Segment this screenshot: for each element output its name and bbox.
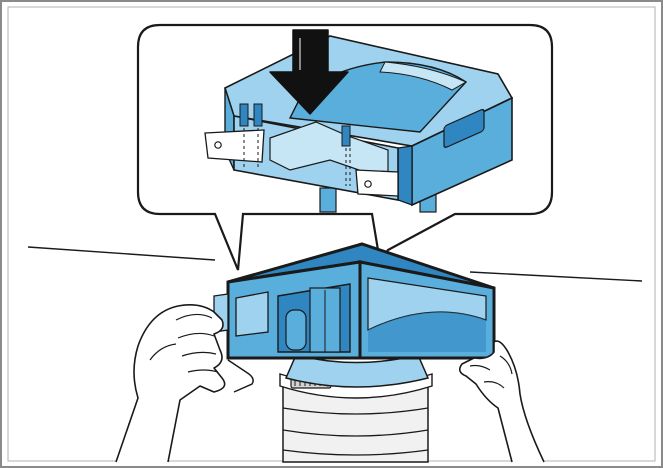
mounting-bracket-left [205,130,264,162]
mounting-bracket-right [356,170,398,196]
